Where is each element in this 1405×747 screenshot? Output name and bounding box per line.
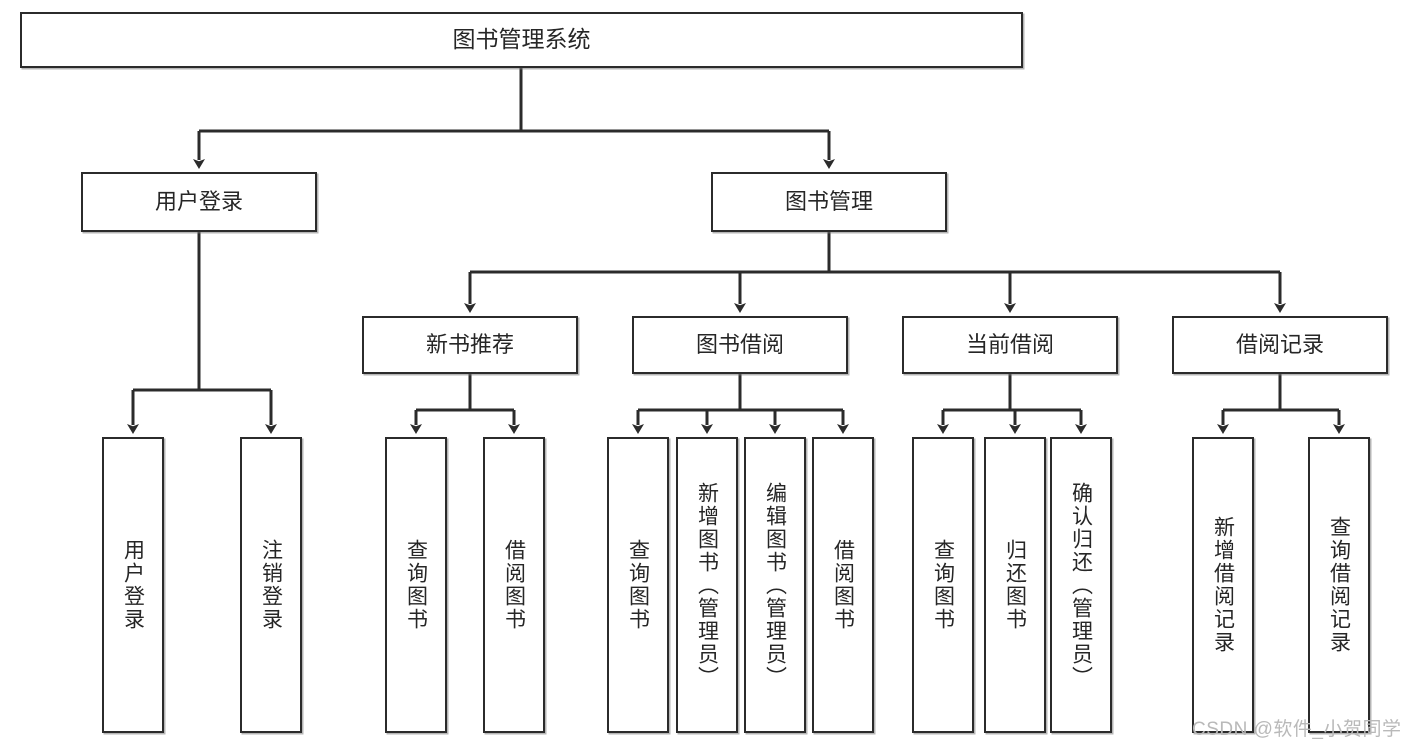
node-label: 用户登录 [154,188,243,214]
node-leaf-user-login[interactable]: 用户登录 [102,437,164,733]
node-book-management[interactable]: 图书管理 [711,172,947,232]
csdn-watermark: CSDN @软件_小贺同学 [1192,719,1402,740]
node-label: 用户登录 [121,539,145,631]
node-leaf-user-logout[interactable]: 注销登录 [240,437,302,733]
node-leaf-query-borrow-record[interactable]: 查询借阅记录 [1308,437,1370,733]
node-label: 借阅图书 [831,539,855,631]
node-leaf-add-book-admin[interactable]: 新增图书（管理员） [676,437,738,733]
node-label: 编辑图书（管理员） [763,481,787,689]
node-label: 查询图书 [404,539,428,631]
node-leaf-borrow-book-recommendation[interactable]: 借阅图书 [483,437,545,733]
node-label: 图书管理 [784,188,873,214]
node-label: 新增借阅记录 [1211,516,1235,654]
node-label: 查询图书 [931,539,955,631]
node-book-borrow[interactable]: 图书借阅 [632,316,848,374]
node-label: 新书推荐 [425,331,514,357]
node-label: 当前借阅 [965,331,1054,357]
node-label: 确认归还（管理员） [1069,481,1093,689]
node-leaf-query-book-borrow[interactable]: 查询图书 [607,437,669,733]
node-leaf-return-book[interactable]: 归还图书 [984,437,1046,733]
node-root-book-management-system[interactable]: 图书管理系统 [20,12,1023,68]
node-label: 查询借阅记录 [1327,516,1351,654]
node-label: 归还图书 [1003,539,1027,631]
node-label: 注销登录 [259,539,283,631]
node-leaf-query-book-current[interactable]: 查询图书 [912,437,974,733]
node-label: 借阅图书 [502,539,526,631]
node-borrow-record[interactable]: 借阅记录 [1172,316,1388,374]
node-label: 图书借阅 [695,331,784,357]
node-leaf-add-borrow-record[interactable]: 新增借阅记录 [1192,437,1254,733]
node-user-login[interactable]: 用户登录 [81,172,317,232]
node-label: 图书管理系统 [452,26,591,53]
node-label: 新增图书（管理员） [695,481,719,689]
node-label: 查询图书 [626,539,650,631]
node-label: 借阅记录 [1235,331,1324,357]
node-leaf-query-book-recommendation[interactable]: 查询图书 [385,437,447,733]
node-leaf-borrow-book[interactable]: 借阅图书 [812,437,874,733]
node-current-borrow[interactable]: 当前借阅 [902,316,1118,374]
node-new-book-recommendation[interactable]: 新书推荐 [362,316,578,374]
node-leaf-confirm-return-admin[interactable]: 确认归还（管理员） [1050,437,1112,733]
node-leaf-edit-book-admin[interactable]: 编辑图书（管理员） [744,437,806,733]
